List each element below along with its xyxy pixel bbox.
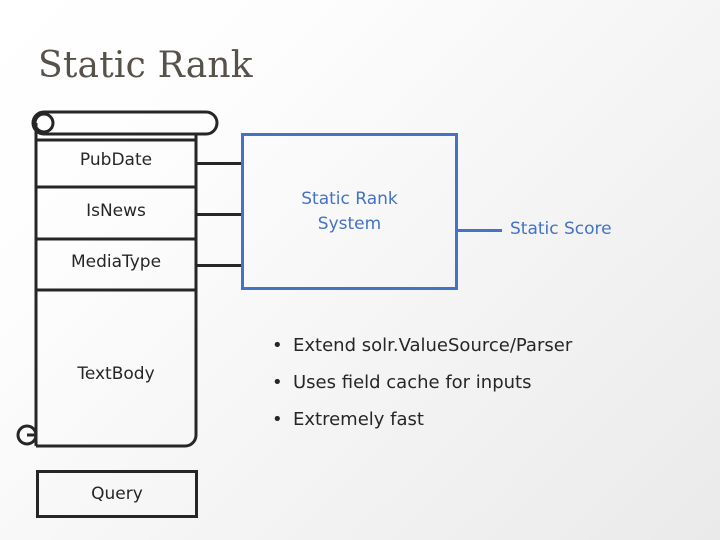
static-rank-system-label: Static Rank System	[301, 188, 398, 234]
query-box-label: Query	[91, 484, 143, 504]
scroll-right-edge	[184, 134, 198, 448]
query-box: Query	[36, 470, 198, 518]
scroll-top-curl	[31, 110, 219, 136]
scroll-field-mediatype: MediaType	[70, 252, 162, 272]
bullet-item: Uses field cache for inputs	[268, 372, 698, 394]
scroll-top-curl-inner	[33, 112, 55, 134]
bullet-item: Extremely fast	[268, 409, 698, 431]
static-rank-system-box: Static Rank System	[241, 133, 458, 290]
bullet-list: Extend solr.ValueSource/Parser Uses fiel…	[268, 335, 698, 446]
connector-isnews-to-system	[196, 213, 242, 216]
scroll-field-pubdate: PubDate	[79, 150, 153, 170]
scroll-field-isnews: IsNews	[86, 201, 146, 221]
connector-mediatype-to-system	[196, 264, 242, 267]
connector-pubdate-to-system	[196, 162, 242, 165]
static-score-label: Static Score	[510, 219, 612, 239]
connector-system-to-score	[458, 229, 502, 232]
bullet-item: Extend solr.ValueSource/Parser	[268, 335, 698, 357]
document-scroll-shape	[8, 108, 238, 458]
document-scroll-svg	[16, 110, 219, 448]
page-title: Static Rank	[38, 45, 253, 86]
scroll-field-textbody: TextBody	[77, 364, 155, 384]
